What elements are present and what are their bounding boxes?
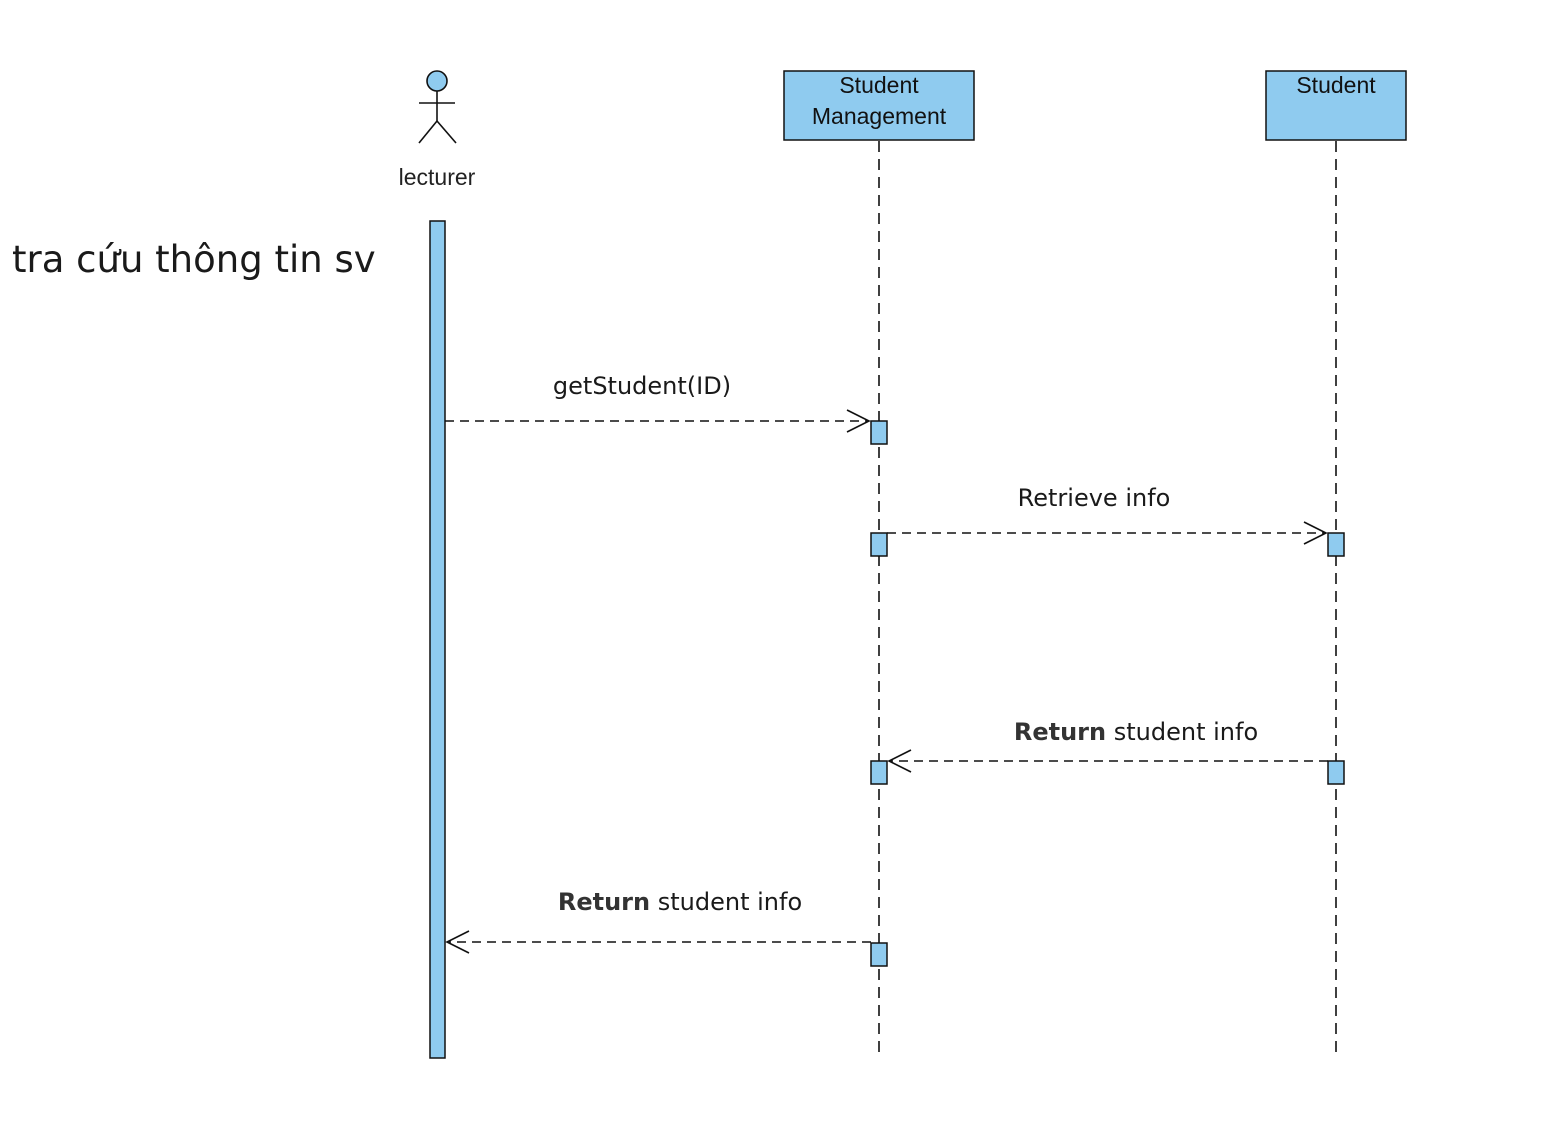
- actor-lecturer[interactable]: lecturer: [399, 70, 476, 190]
- arrowhead-open-icon: [887, 749, 912, 773]
- participant-student[interactable]: Student: [1265, 70, 1407, 141]
- stick-figure-icon: [418, 70, 457, 144]
- participant-box: [1265, 70, 1407, 141]
- activation-box: [870, 532, 888, 557]
- activation-box: [870, 942, 888, 967]
- message-label: Retrieve info: [1018, 484, 1171, 512]
- actor-label: lecturer: [399, 164, 476, 190]
- arrowhead-open-icon: [445, 930, 470, 954]
- participant-label-line2: Management: [812, 103, 947, 129]
- activation-box: [870, 420, 888, 445]
- arrowhead-open-icon: [846, 409, 871, 433]
- participant-label-line1: Student: [1296, 72, 1376, 98]
- message-label: Return student info: [1014, 718, 1258, 746]
- message-label: getStudent(ID): [553, 372, 731, 400]
- message-return-student-info[interactable]: Return student info: [887, 718, 1328, 773]
- activation-box: [1327, 760, 1345, 785]
- message-get-student[interactable]: getStudent(ID): [445, 372, 871, 433]
- participant-box: [783, 70, 975, 141]
- lecturer-activation-bar: [429, 220, 446, 1059]
- message-return-student-info-to-lecturer[interactable]: Return student info: [445, 888, 871, 954]
- participant-student-management[interactable]: Student Management: [783, 70, 975, 141]
- message-retrieve-info[interactable]: Retrieve info: [887, 484, 1328, 545]
- activation-box: [870, 760, 888, 785]
- participant-label-line1: Student: [839, 72, 919, 98]
- arrowhead-open-icon: [1303, 521, 1328, 545]
- activation-box: [1327, 532, 1345, 557]
- message-label: Return student info: [558, 888, 802, 916]
- diagram-title: tra cứu thông tin sv: [12, 238, 376, 281]
